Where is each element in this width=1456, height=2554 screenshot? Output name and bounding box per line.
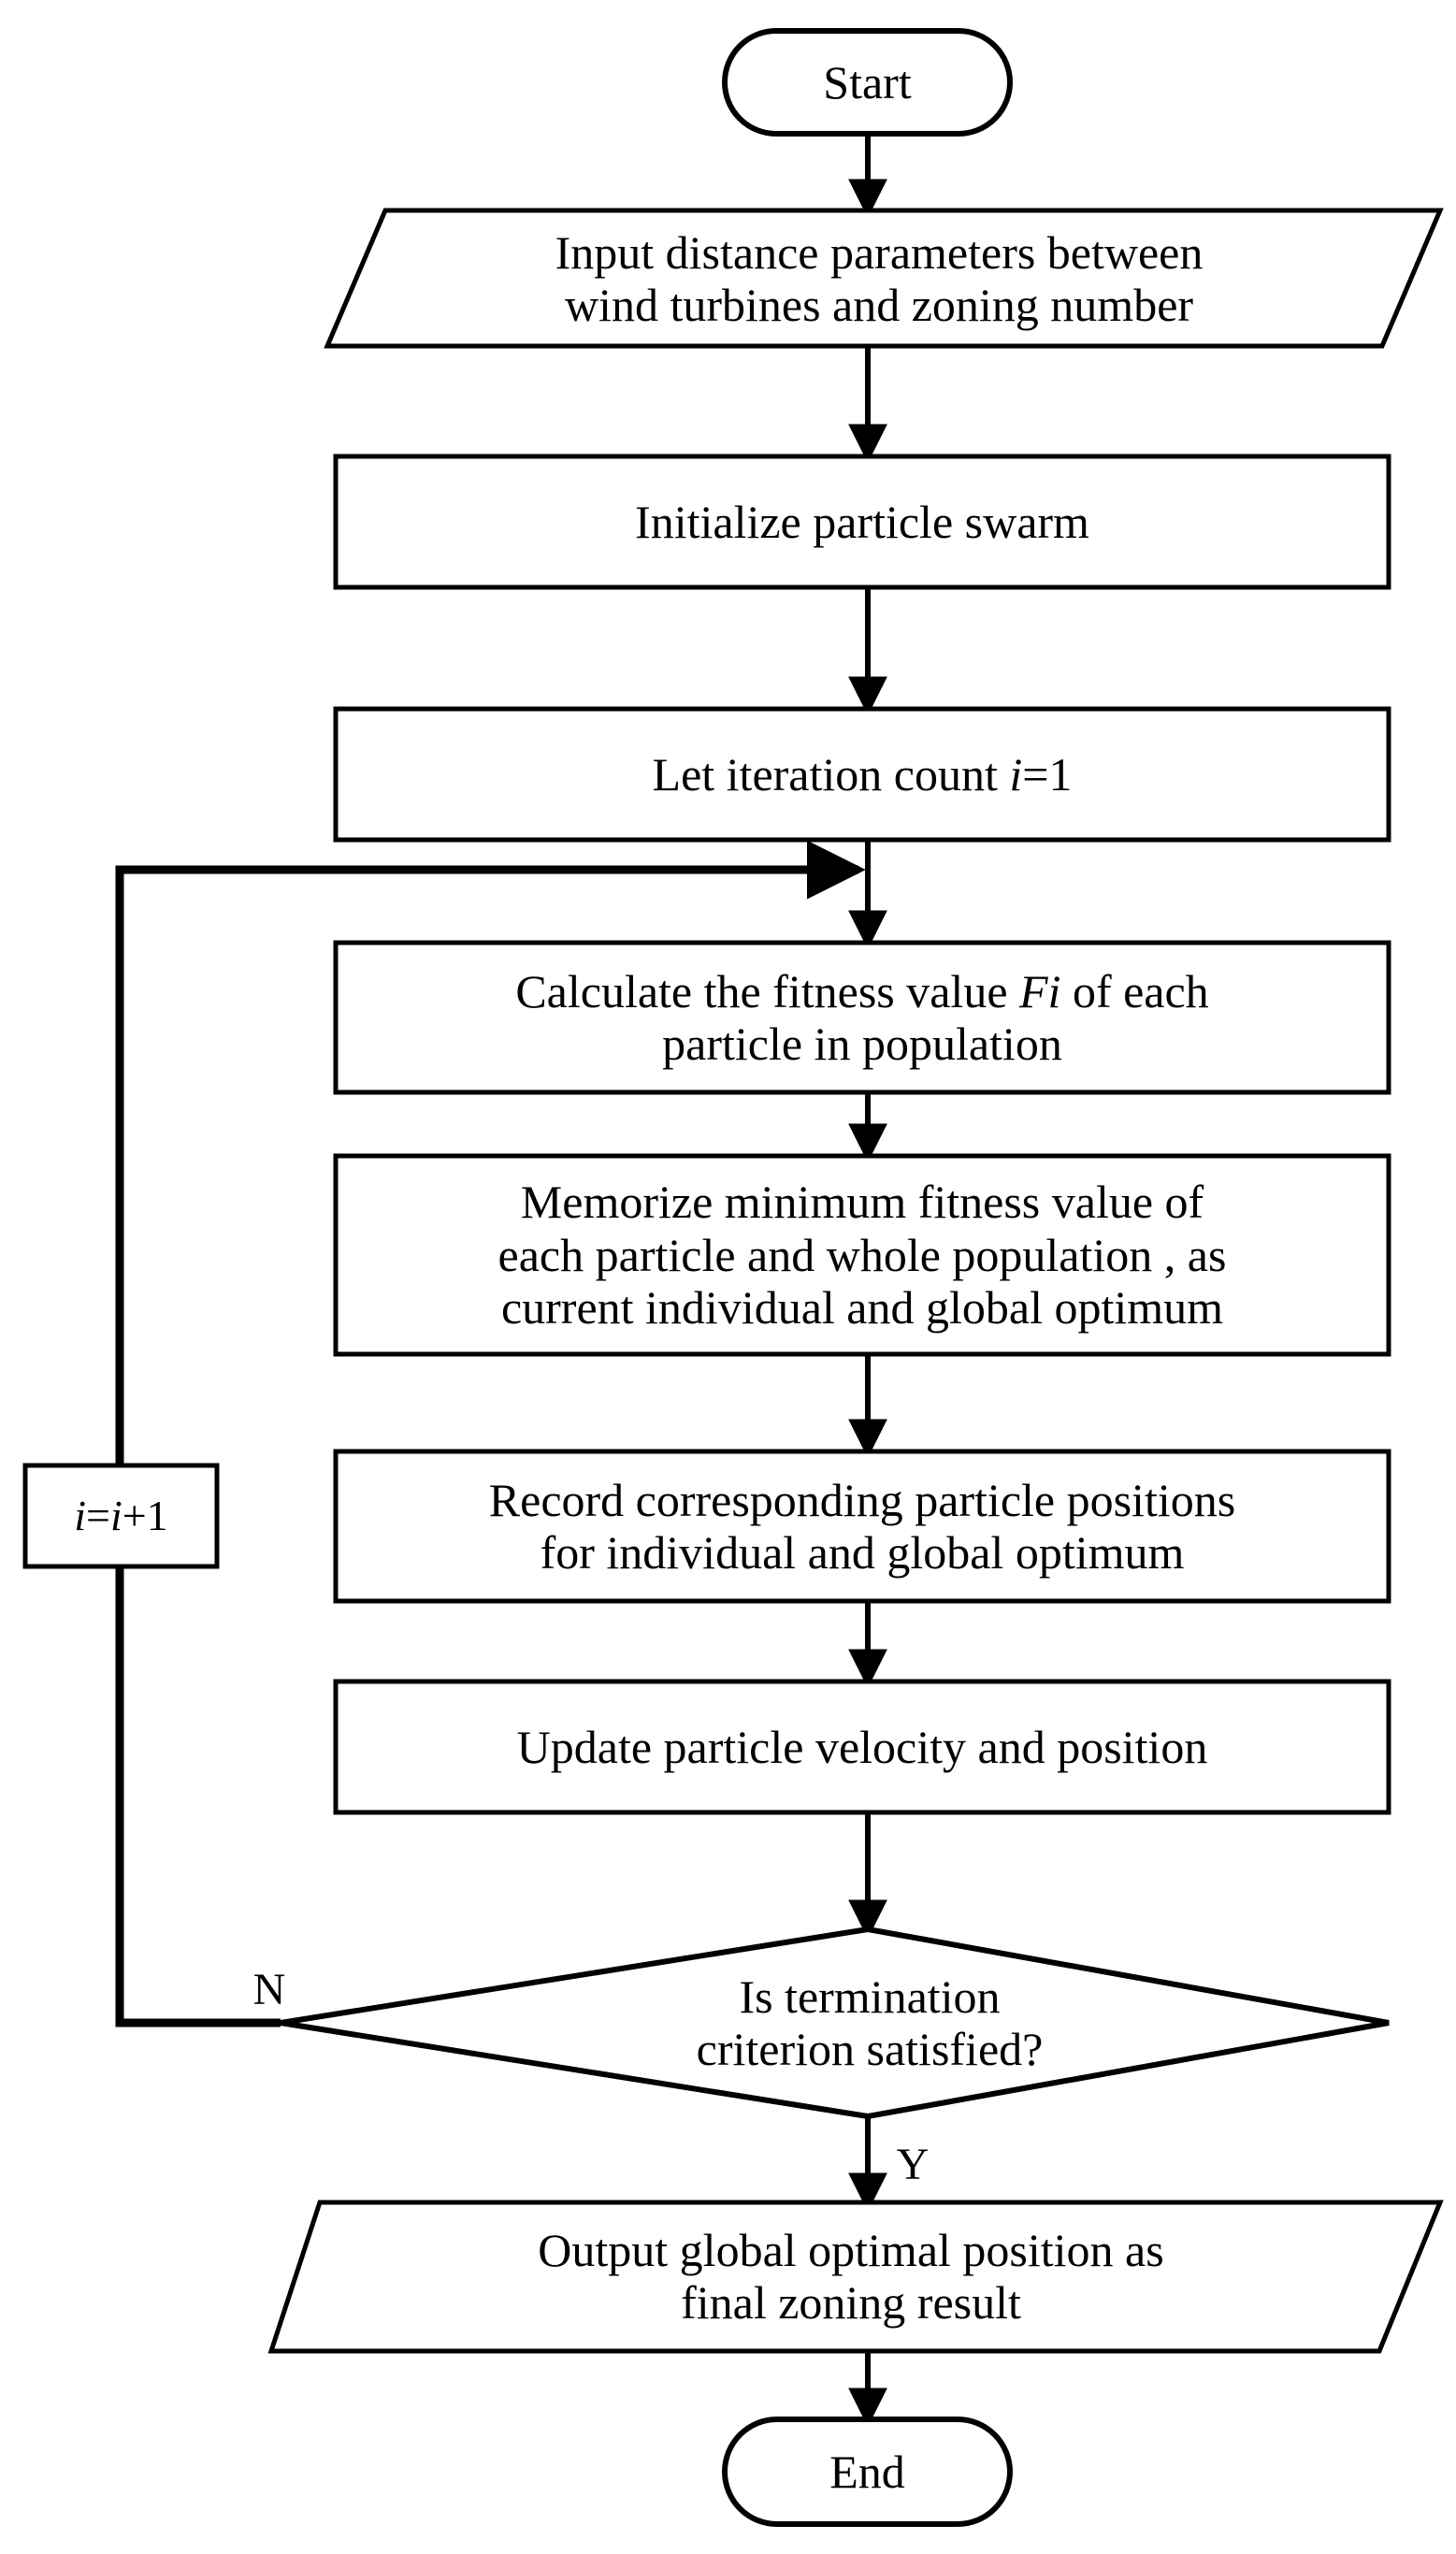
record-node-shape[interactable] bbox=[333, 1449, 1391, 1604]
output-node-shape[interactable] bbox=[267, 2200, 1444, 2354]
memorize-node-shape[interactable] bbox=[333, 1153, 1391, 1357]
end-node-shape[interactable] bbox=[722, 2417, 1013, 2527]
start-node-shape[interactable] bbox=[722, 28, 1013, 137]
update-node-shape[interactable] bbox=[333, 1679, 1391, 1815]
init-swarm-node-shape[interactable] bbox=[333, 454, 1391, 590]
input-node-shape[interactable] bbox=[324, 208, 1444, 349]
edge-loop-back bbox=[115, 840, 866, 2027]
calc-fitness-node-shape[interactable] bbox=[333, 940, 1391, 1095]
decision-node-shape[interactable] bbox=[280, 1926, 1390, 2120]
set-iteration-node-shape[interactable] bbox=[333, 706, 1391, 843]
increment-node-shape[interactable] bbox=[22, 1463, 220, 1569]
